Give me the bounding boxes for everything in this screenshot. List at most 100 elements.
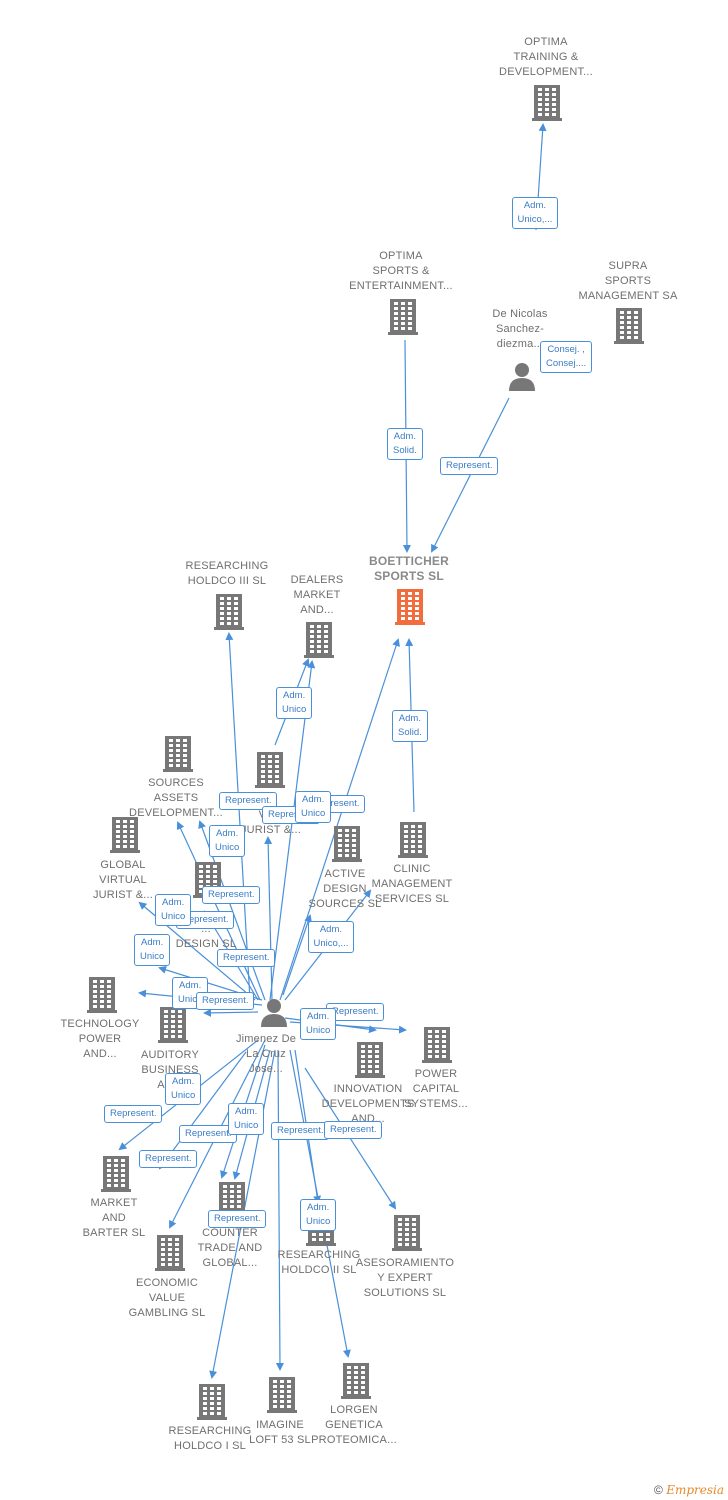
edge-label-line: Unico,... [313,938,349,949]
edge-label[interactable]: Represent. [179,1125,238,1143]
edge-label[interactable]: Adm.Unico [295,791,332,823]
edge-label[interactable]: Represent. [326,1003,385,1021]
building-icon[interactable] [253,752,287,788]
node-label-line: HOLDCO II SL [281,1264,357,1276]
person-icon[interactable] [259,997,289,1027]
edge-label-line: Unico [282,704,307,715]
building-icon[interactable] [108,817,142,853]
building-icon[interactable] [161,736,195,772]
building-icon[interactable] [530,85,564,121]
node-label-line: IMAGINE [256,1419,304,1431]
node-label-line: RESEARCHING [185,560,269,572]
building-icon[interactable] [156,1007,190,1043]
building-icon[interactable] [265,1377,299,1413]
node-label-line: AND [102,1212,126,1224]
edge-label-line: Represent. [145,1153,192,1164]
edge-label[interactable]: Adm.Unico [209,825,246,857]
building-icon[interactable] [396,822,430,858]
node-label-line: JURIST &... [240,824,302,836]
edge-label[interactable]: Represent. [202,886,261,904]
edge-label[interactable]: Represent. [104,1105,163,1123]
edge-label[interactable]: Adm.Solid. [392,710,428,742]
edge-label[interactable]: Represent. [219,792,278,810]
edge-label-line: Represent. [330,1124,377,1135]
edge-label[interactable]: Represent. [271,1122,330,1140]
edge-label[interactable]: Adm.Unico,... [511,197,559,229]
edge-line [203,1008,259,1017]
edge-label[interactable]: Consej. ,Consej.... [540,341,593,373]
edge-label[interactable]: Adm.Unico [300,1008,337,1040]
edge-label[interactable]: Adm.Unico [134,934,171,966]
node-label-researching-ii[interactable]: RESEARCHING HOLDCO II SL [278,1248,361,1278]
node-label-line: OPTIMA [524,36,568,48]
person-icon[interactable] [507,361,537,391]
building-icon[interactable] [390,1215,424,1251]
edge-label-line: Unico [234,1120,259,1131]
edge-label[interactable]: Represent. [196,992,255,1010]
edge-label-line: Adm. [307,1011,330,1022]
building-icon[interactable] [302,622,336,658]
building-icon[interactable] [85,977,119,1013]
building-icon[interactable] [330,826,364,862]
edge-label[interactable]: Adm.Solid. [387,428,423,460]
node-label-line: RESEARCHING [277,1249,361,1261]
edge-line [158,1051,247,1170]
building-icon[interactable] [195,1384,229,1420]
building-icon[interactable] [612,308,646,344]
building-icon[interactable] [393,589,427,625]
node-label-line: DEVELOPMENT... [499,66,593,78]
building-icon[interactable] [99,1156,133,1192]
edge-label-line: Adm. [216,828,239,839]
brand-logo: Empresia [666,1483,724,1497]
node-label-line: Jose... [249,1063,283,1075]
edge-label[interactable]: Adm.Unico [228,1103,265,1135]
building-icon[interactable] [386,299,420,335]
edge-label-line: Unico [306,1216,331,1227]
building-icon[interactable] [353,1042,387,1078]
node-label-line: ASESORAMIENTO [355,1257,455,1269]
node-label-line: DEVELOPMENTS [321,1098,415,1110]
node-label-design-sl[interactable]: ...DESIGN SL [176,922,237,952]
building-icon[interactable] [420,1027,454,1063]
edge-label[interactable]: Represent. [139,1150,198,1168]
edge-label-line: Unico [171,1090,196,1101]
edge-line [264,836,273,1001]
edge-label[interactable]: Adm.Unico [300,1199,337,1231]
building-icon[interactable] [212,594,246,630]
edge-label[interactable]: Adm.Unico [155,894,192,926]
building-icon[interactable] [339,1363,373,1399]
node-label-line: MARKET [293,589,341,601]
edge-label[interactable]: Represent. [208,1210,267,1228]
node-label-line: DEVELOPMENT... [129,807,223,819]
node-label-line: OPTIMA [379,250,423,262]
edge-label[interactable]: Adm.Unico [276,687,313,719]
edge-label[interactable]: Represent. [217,949,276,967]
node-label-line: SPORTS & [372,265,430,277]
edge-label[interactable]: Represent. [324,1121,383,1139]
edge-label[interactable]: Adm.Unico [165,1073,202,1105]
edge-label[interactable]: Adm.Unico,... [307,921,355,953]
building-icon[interactable] [153,1235,187,1271]
edge-label[interactable]: Represent. [440,457,499,475]
